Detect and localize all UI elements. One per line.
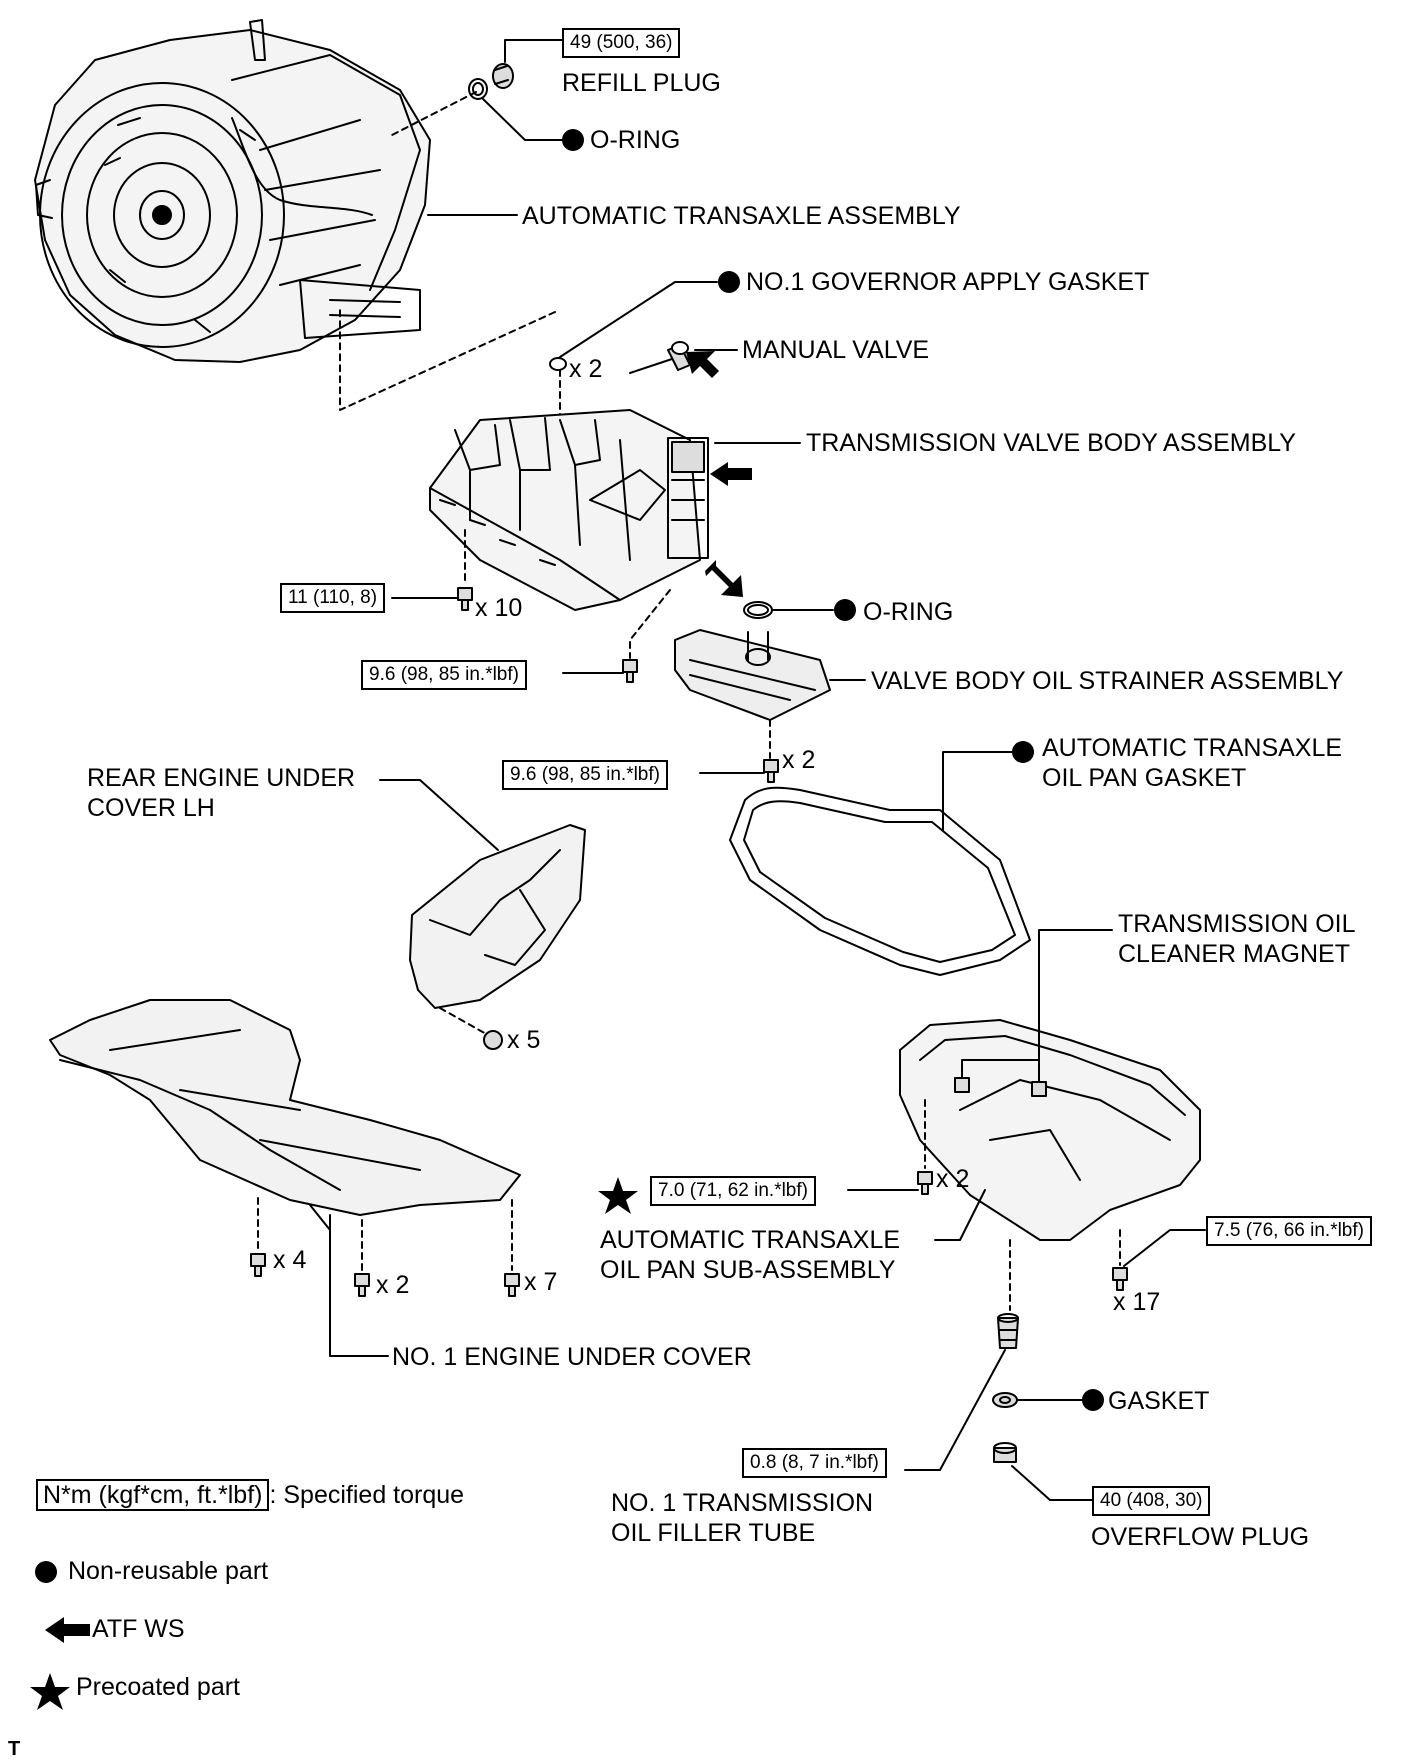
- label-valve-body: TRANSMISSION VALVE BODY ASSEMBLY: [806, 429, 1296, 457]
- label-cleaner-magnet-line-1: TRANSMISSION OIL: [1118, 910, 1356, 938]
- corner-mark: T: [8, 1738, 21, 1760]
- label-rear-engine-under-cover: REAR ENGINE UNDER COVER LH: [87, 763, 355, 823]
- label-automatic-transaxle-assembly: AUTOMATIC TRANSAXLE ASSEMBLY: [522, 202, 961, 230]
- label-filler-tube-line-1: NO. 1 TRANSMISSION: [611, 1489, 874, 1517]
- engine-under-cover-drawing: [49, 999, 521, 1231]
- qty-cover-b: x 2: [376, 1271, 410, 1299]
- legend-non-reusable: Non-reusable part: [68, 1557, 269, 1585]
- label-oil-pan-sub-line-1: AUTOMATIC TRANSAXLE: [600, 1226, 901, 1254]
- oil-pan-gasket-drawing: [729, 786, 1031, 976]
- qty-strainer: x 2: [782, 746, 816, 774]
- torque-valve-body-bolts: 11 (110, 8): [280, 583, 386, 613]
- label-gasket: GASKET: [1108, 1387, 1210, 1415]
- torque-refill-plug: 49 (500, 36): [562, 28, 681, 58]
- torque-strainer-bolt: 9.6 (98, 85 in.*lbf): [361, 660, 527, 690]
- qty-pan: x 17: [1113, 1288, 1161, 1316]
- label-refill-plug: REFILL PLUG: [562, 69, 721, 97]
- filler-tube-drawing: [997, 1313, 1019, 1349]
- rear-engine-under-cover-drawing: [409, 824, 586, 1009]
- star-icon: [30, 1673, 70, 1710]
- label-manual-valve: MANUAL VALVE: [742, 336, 930, 364]
- label-oil-pan-sub-assembly: AUTOMATIC TRANSAXLE OIL PAN SUB-ASSEMBLY: [600, 1225, 900, 1285]
- legend-torque: N*m (kgf*cm, ft.*lbf): Specified torque: [36, 1479, 465, 1511]
- torque-pan-precoated: 7.0 (71, 62 in.*lbf): [650, 1176, 816, 1206]
- transaxle-assembly-drawing: [34, 19, 431, 363]
- qty-valve-body: x 10: [475, 594, 523, 622]
- torque-pan-bolts: 7.5 (76, 66 in.*lbf): [1206, 1216, 1372, 1246]
- gasket-drawing: [992, 1392, 1018, 1408]
- label-cleaner-magnet: TRANSMISSION OIL CLEANER MAGNET: [1118, 909, 1356, 969]
- label-governor-gasket: NO.1 GOVERNOR APPLY GASKET: [746, 268, 1150, 296]
- torque-filler-tube: 0.8 (8, 7 in.*lbf): [742, 1448, 887, 1478]
- legend-precoated: Precoated part: [76, 1673, 240, 1701]
- qty-cover-c: x 7: [524, 1268, 558, 1296]
- label-filler-tube-line-2: OIL FILLER TUBE: [611, 1519, 816, 1547]
- label-engine-under-cover: NO. 1 ENGINE UNDER COVER: [392, 1343, 752, 1371]
- overflow-plug-drawing: [993, 1442, 1017, 1463]
- legend-atf: ATF WS: [92, 1615, 185, 1643]
- atf-arrows: [45, 351, 752, 1643]
- qty-gasket: x 2: [569, 355, 603, 383]
- qty-pan-precoated: x 2: [936, 1165, 970, 1193]
- label-o-ring-mid: O-RING: [863, 598, 954, 626]
- gasket-manual-valve-drawing: [549, 341, 691, 374]
- label-strainer: VALVE BODY OIL STRAINER ASSEMBLY: [871, 667, 1344, 695]
- torque-strainer-bolts-x2: 9.6 (98, 85 in.*lbf): [502, 760, 668, 790]
- cover-bolt-drawings: [250, 1253, 520, 1297]
- qty-cover-a: x 4: [273, 1246, 307, 1274]
- valve-body-drawing: [429, 409, 709, 611]
- strainer-drawing: [674, 629, 831, 721]
- star-icon: [598, 1177, 638, 1214]
- label-overflow-plug: OVERFLOW PLUG: [1091, 1523, 1310, 1551]
- label-cleaner-magnet-line-2: CLEANER MAGNET: [1118, 940, 1350, 968]
- refill-plug-drawing: [468, 63, 514, 100]
- label-oil-pan-gasket: AUTOMATIC TRANSAXLE OIL PAN GASKET: [1042, 733, 1342, 793]
- legend-torque-desc: : Specified torque: [269, 1481, 465, 1509]
- label-rear-cover-line-1: REAR ENGINE UNDER: [87, 764, 356, 792]
- bolt-drawings: [457, 587, 779, 783]
- oil-pan-drawing: [899, 1019, 1201, 1241]
- legend-torque-unit: N*m (kgf*cm, ft.*lbf): [36, 1479, 270, 1511]
- label-oil-pan-sub-line-2: OIL PAN SUB-ASSEMBLY: [600, 1256, 896, 1284]
- label-filler-tube: NO. 1 TRANSMISSION OIL FILLER TUBE: [611, 1488, 873, 1548]
- label-oil-pan-gasket-line-1: AUTOMATIC TRANSAXLE: [1042, 734, 1343, 762]
- torque-overflow-plug: 40 (408, 30): [1092, 1486, 1211, 1516]
- qty-rear-cover: x 5: [507, 1026, 541, 1054]
- label-oil-pan-gasket-line-2: OIL PAN GASKET: [1042, 764, 1247, 792]
- label-o-ring-top: O-RING: [590, 126, 681, 154]
- label-rear-cover-line-2: COVER LH: [87, 794, 215, 822]
